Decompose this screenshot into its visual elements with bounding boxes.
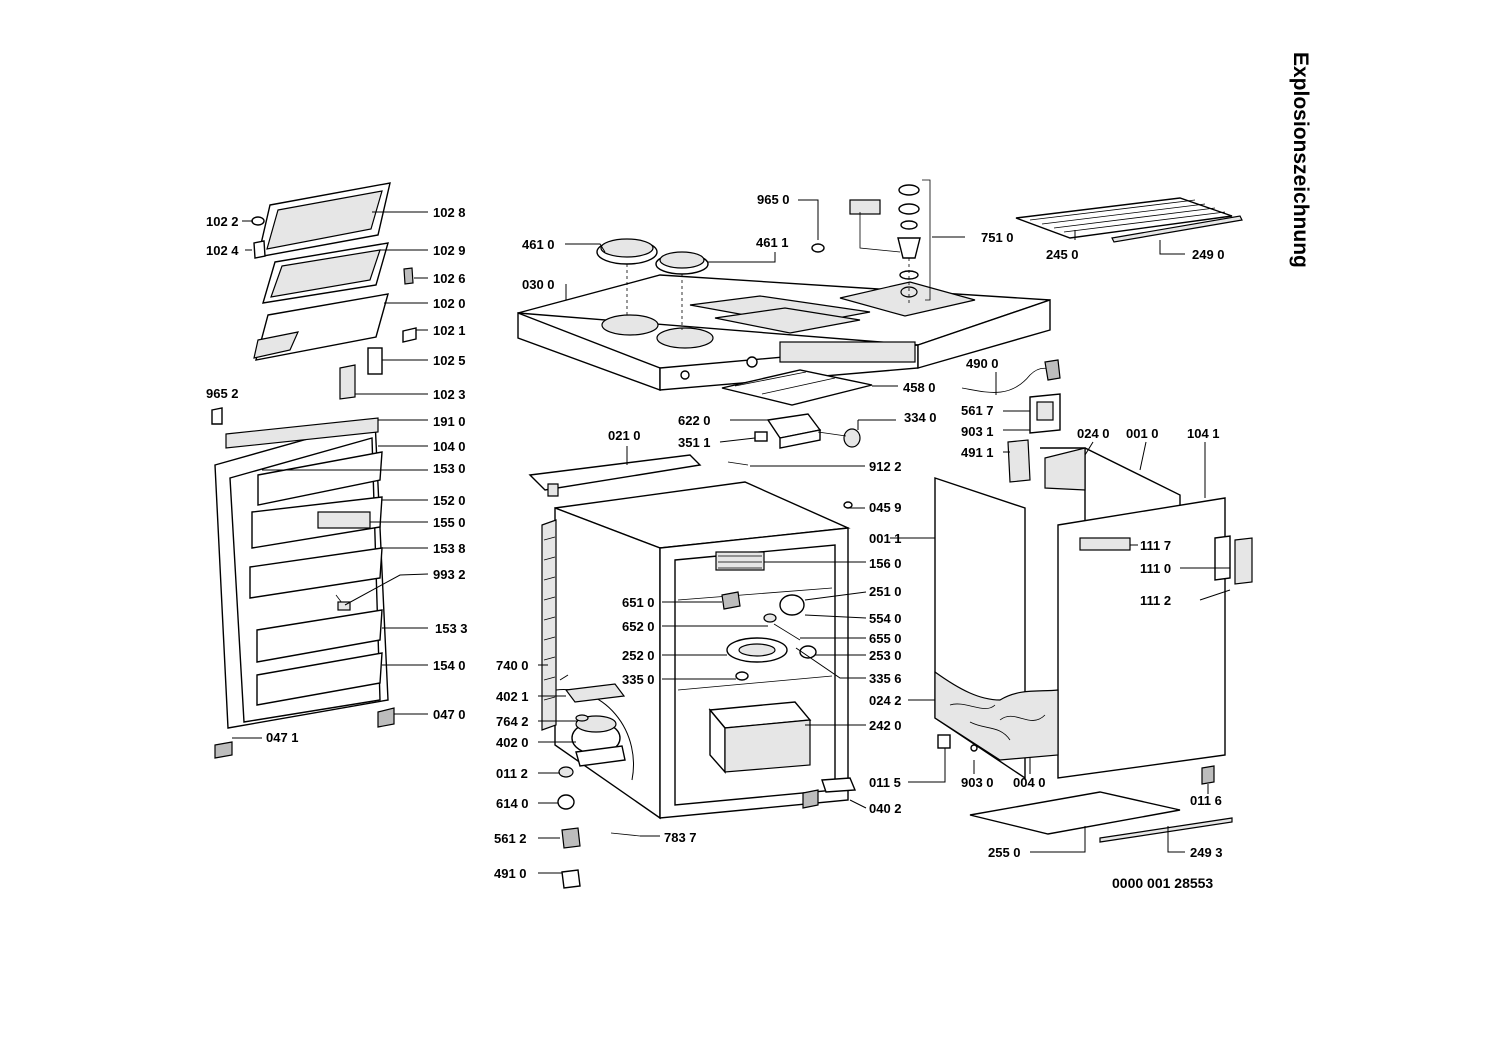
diagram-title: Explosionszeichnung xyxy=(1289,52,1312,268)
part-label: 047 1 xyxy=(266,730,299,745)
part-label: 245 0 xyxy=(1046,247,1079,262)
part-label: 458 0 xyxy=(903,380,936,395)
part-label: 251 0 xyxy=(869,584,902,599)
part-label: 030 0 xyxy=(522,277,555,292)
part-label: 554 0 xyxy=(869,611,902,626)
part-label: 011 6 xyxy=(1190,793,1222,808)
part-label: 154 0 xyxy=(433,658,466,673)
part-label: 011 2 xyxy=(496,766,528,781)
part-label: 751 0 xyxy=(981,230,1014,245)
part-label: 102 8 xyxy=(433,205,466,220)
part-label: 102 6 xyxy=(433,271,466,286)
part-label: 102 9 xyxy=(433,243,466,258)
part-label: 153 0 xyxy=(433,461,466,476)
part-label: 156 0 xyxy=(869,556,902,571)
part-label: 111 2 xyxy=(1140,593,1171,608)
part-label: 461 0 xyxy=(522,237,555,252)
part-label: 561 2 xyxy=(494,831,527,846)
part-label: 024 0 xyxy=(1077,426,1110,441)
part-label: 102 5 xyxy=(433,353,466,368)
part-label: 011 5 xyxy=(869,775,901,790)
part-label: 351 1 xyxy=(678,435,711,450)
part-label: 001 0 xyxy=(1126,426,1159,441)
part-label: 903 1 xyxy=(961,424,994,439)
part-label: 252 0 xyxy=(622,648,655,663)
part-label: 651 0 xyxy=(622,595,655,610)
part-label: 255 0 xyxy=(988,845,1021,860)
part-label: 764 2 xyxy=(496,714,529,729)
compressor-detail xyxy=(555,674,634,781)
outer-housing xyxy=(934,439,1253,843)
part-label: 993 2 xyxy=(433,567,466,582)
part-label: 561 7 xyxy=(961,403,994,418)
part-label: 104 1 xyxy=(1187,426,1220,441)
part-label: 111 7 xyxy=(1140,538,1171,553)
part-label: 903 0 xyxy=(961,775,994,790)
part-label: 249 3 xyxy=(1190,845,1223,860)
part-label: 491 0 xyxy=(494,866,527,881)
part-label: 242 0 xyxy=(869,718,902,733)
part-label: 001 1 xyxy=(869,531,902,546)
part-label: 461 1 xyxy=(756,235,789,250)
part-label: 111 0 xyxy=(1140,561,1171,576)
part-label: 490 0 xyxy=(966,356,999,371)
part-label: 965 0 xyxy=(757,192,790,207)
drawing-reference-number: 0000 001 28553 xyxy=(1112,875,1213,891)
part-label: 655 0 xyxy=(869,631,902,646)
part-label: 040 2 xyxy=(869,801,902,816)
part-label: 249 0 xyxy=(1192,247,1225,262)
leader-lines xyxy=(232,199,1231,874)
cabinet-body xyxy=(528,454,857,889)
part-label: 004 0 xyxy=(1013,775,1046,790)
controls-assembly xyxy=(727,359,1061,509)
part-label: 104 0 xyxy=(433,439,466,454)
door-assembly xyxy=(211,182,417,759)
part-label: 102 1 xyxy=(433,323,466,338)
part-label: 047 0 xyxy=(433,707,466,722)
part-labels: 102 2 102 8 102 4 102 9 102 6 102 0 102 1 102 5… xyxy=(206,192,1225,881)
part-label: 155 0 xyxy=(433,515,466,530)
part-label: 045 9 xyxy=(869,500,902,515)
part-label: 912 2 xyxy=(869,459,902,474)
part-label: 102 3 xyxy=(433,387,466,402)
part-label: 024 2 xyxy=(869,693,902,708)
part-label: 335 6 xyxy=(869,671,902,686)
part-label: 102 0 xyxy=(433,296,466,311)
part-label: 334 0 xyxy=(904,410,937,425)
part-label: 253 0 xyxy=(869,648,902,663)
part-label: 740 0 xyxy=(496,658,529,673)
worktop-hob-assembly xyxy=(517,179,1243,406)
part-label: 652 0 xyxy=(622,619,655,634)
part-label: 965 2 xyxy=(206,386,239,401)
part-label: 402 1 xyxy=(496,689,529,704)
part-label: 335 0 xyxy=(622,672,655,687)
part-label: 402 0 xyxy=(496,735,529,750)
part-label: 783 7 xyxy=(664,830,697,845)
part-label: 152 0 xyxy=(433,493,466,508)
part-label: 102 2 xyxy=(206,214,239,229)
part-label: 491 1 xyxy=(961,445,994,460)
part-label: 102 4 xyxy=(206,243,239,258)
part-label: 191 0 xyxy=(433,414,466,429)
part-label: 153 3 xyxy=(435,621,468,636)
part-label: 021 0 xyxy=(608,428,641,443)
part-label: 153 8 xyxy=(433,541,466,556)
part-label: 622 0 xyxy=(678,413,711,428)
part-label: 614 0 xyxy=(496,796,529,811)
